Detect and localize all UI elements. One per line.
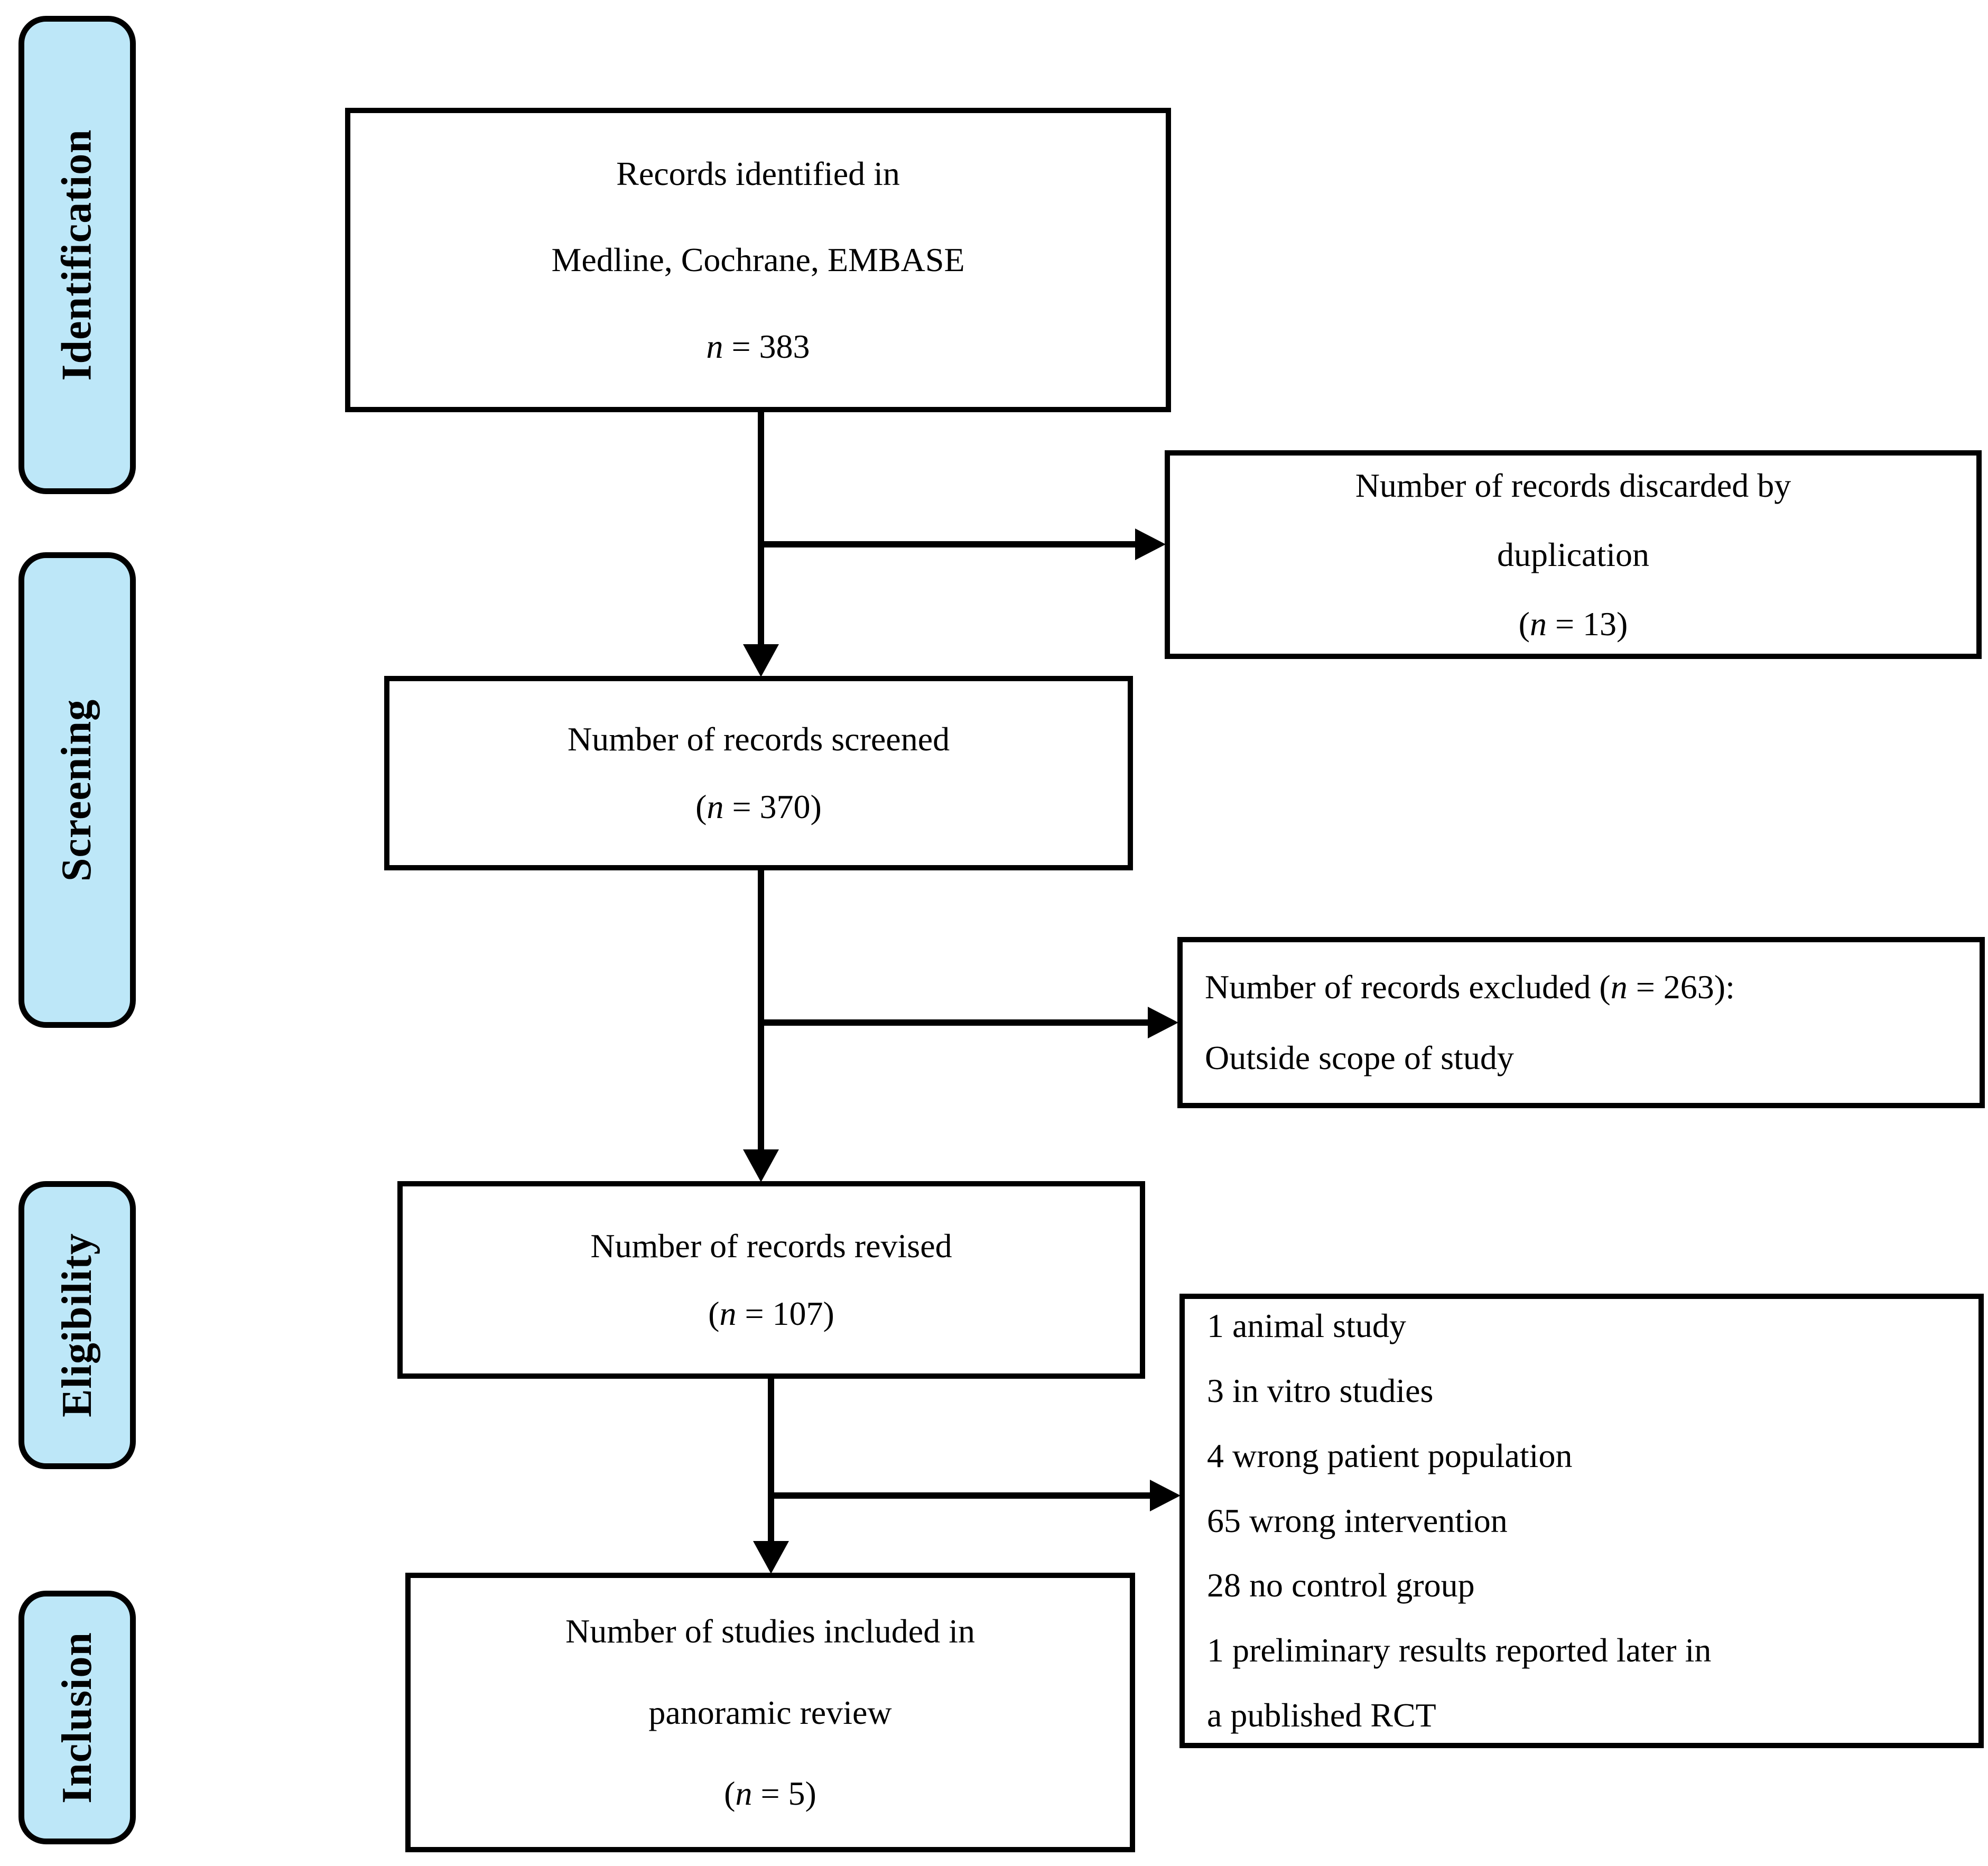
arrowhead-down-included: [753, 1541, 789, 1574]
stage-eligibility-label: Eligibility: [53, 1233, 100, 1417]
text-line: (n = 5): [724, 1775, 816, 1813]
text-line: duplication: [1497, 535, 1649, 573]
text-line: Records identified in: [616, 155, 900, 193]
text-line: Number of studies included in: [565, 1612, 975, 1650]
text-line: 1 preliminary results reported later in: [1207, 1631, 1712, 1669]
connector-branch-to-reasons: [768, 1492, 1150, 1499]
text-line: 28 no control group: [1207, 1566, 1475, 1604]
node-records-discarded-duplication: Number of records discarded by duplicatio…: [1165, 450, 1982, 659]
arrowhead-down-revised: [743, 1149, 779, 1182]
arrowhead-right-reasons: [1150, 1480, 1181, 1511]
stage-eligibility: Eligibility: [18, 1181, 136, 1469]
connector-identified-to-screened: [758, 412, 764, 645]
text-line: (n = 13): [1518, 605, 1628, 643]
stage-screening: Screening: [18, 552, 136, 1028]
node-records-identified: Records identified in Medline, Cochrane, …: [345, 108, 1171, 412]
text-line: Medline, Cochrane, EMBASE: [551, 241, 965, 279]
text-line: panoramic review: [648, 1693, 892, 1731]
node-records-excluded: Number of records excluded (n = 263): Out…: [1177, 937, 1985, 1108]
text-line: 1 animal study: [1207, 1306, 1406, 1344]
node-records-screened: Number of records screened (n = 370): [384, 676, 1133, 870]
arrowhead-down-screened: [743, 644, 779, 677]
text-line: 4 wrong patient population: [1207, 1436, 1573, 1474]
node-exclusion-reasons: 1 animal study 3 in vitro studies 4 wrong …: [1179, 1294, 1984, 1748]
connector-branch-to-discarded: [758, 541, 1136, 547]
node-records-revised: Number of records revised (n = 107): [397, 1181, 1145, 1379]
text-line: 3 in vitro studies: [1207, 1371, 1434, 1409]
stage-inclusion: Inclusion: [18, 1591, 136, 1844]
text-line: 65 wrong intervention: [1207, 1501, 1508, 1539]
node-studies-included: Number of studies included in panoramic r…: [405, 1573, 1135, 1852]
stage-screening-label: Screening: [53, 699, 100, 881]
connector-branch-to-excluded: [758, 1019, 1149, 1026]
text-line: Number of records revised: [590, 1227, 952, 1265]
arrowhead-right-excluded: [1148, 1007, 1178, 1038]
connector-revised-to-included: [768, 1379, 774, 1541]
text-line: Number of records discarded by: [1355, 466, 1791, 504]
text-line: Number of records excluded (n = 263):: [1205, 968, 1735, 1006]
text-line: a published RCT: [1207, 1696, 1436, 1734]
stage-identification-label: Identification: [53, 129, 100, 381]
arrowhead-right-discarded: [1135, 528, 1166, 560]
text-line: n = 383: [706, 327, 810, 365]
text-line: Outside scope of study: [1205, 1039, 1514, 1076]
text-line: Number of records screened: [567, 720, 950, 758]
text-line: (n = 107): [708, 1295, 834, 1332]
text-line: (n = 370): [695, 788, 822, 825]
connector-screened-to-revised: [758, 870, 764, 1149]
stage-identification: Identification: [18, 16, 136, 494]
stage-inclusion-label: Inclusion: [53, 1631, 100, 1804]
